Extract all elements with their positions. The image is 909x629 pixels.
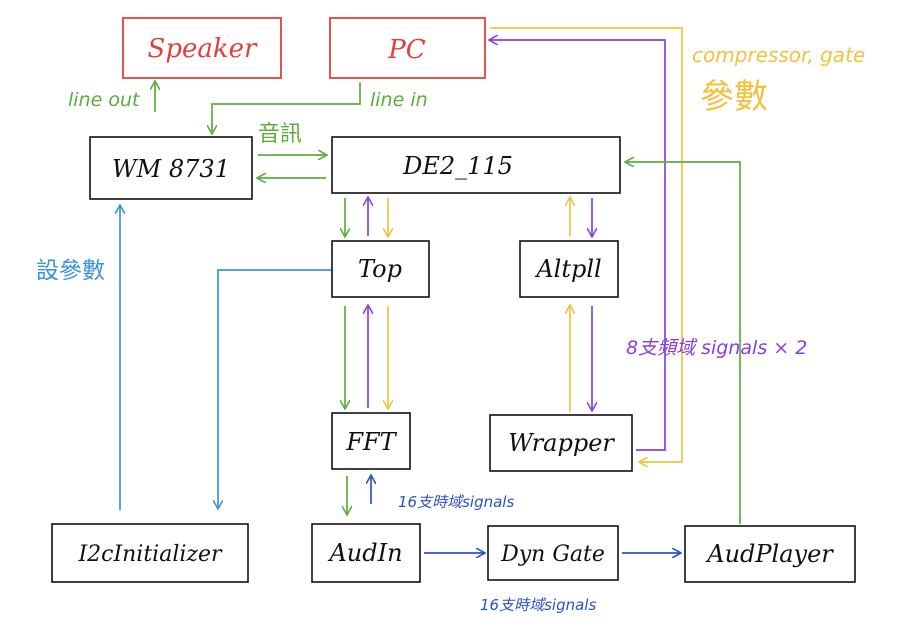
node-dyngate-label: Dyn Gate	[500, 542, 605, 567]
node-audin: AudIn	[311, 523, 421, 583]
node-speaker-label: Speaker	[148, 34, 258, 64]
node-wrapper-label: Wrapper	[508, 429, 615, 457]
label-set-params: 設參數	[36, 258, 105, 284]
label-compressor-gate: compressor, gate	[692, 43, 865, 67]
label-time-signals-top: 16支時域signals	[398, 493, 514, 511]
node-top: Top	[331, 240, 430, 298]
node-fft-label: FFT	[345, 428, 397, 456]
label-line-in: line in	[370, 89, 428, 111]
node-pc-label: PC	[387, 35, 425, 65]
node-wrapper: Wrapper	[489, 414, 633, 472]
node-altpll-label: Altpll	[534, 255, 601, 283]
node-audplayer-label: AudPlayer	[705, 540, 834, 568]
node-i2c-initializer: I2cInitializer	[51, 523, 249, 583]
label-freq-signals: 8支頻域 signals × 2	[626, 337, 807, 359]
label-line-out: line out	[68, 89, 141, 111]
arrow-pc-to-wrapper-yellow	[490, 27, 683, 462]
node-speaker: Speaker	[122, 17, 282, 79]
node-de2-115-label: DE2_115	[402, 152, 513, 180]
node-audin-label: AudIn	[327, 539, 402, 567]
node-de2-115: DE2_115	[331, 136, 621, 194]
arrow-line-in	[212, 82, 361, 133]
arrow-top-to-i2c	[218, 269, 331, 508]
node-wm8731: WM 8731	[89, 136, 253, 200]
node-dyngate: Dyn Gate	[487, 525, 619, 581]
label-params: 參數	[700, 77, 768, 117]
node-wm8731-label: WM 8731	[112, 155, 230, 183]
node-altpll: Altpll	[519, 240, 619, 298]
node-pc: PC	[329, 17, 486, 79]
node-audplayer: AudPlayer	[684, 525, 856, 583]
label-audio: 音訊	[258, 122, 302, 147]
node-i2c-initializer-label: I2cInitializer	[77, 542, 223, 567]
node-fft: FFT	[331, 412, 411, 470]
label-time-signals-bottom: 16支時域signals	[480, 596, 596, 614]
arrow-wrapper-to-pc-purple	[490, 40, 666, 451]
node-top-label: Top	[358, 255, 402, 283]
arrow-audplayer-to-de2	[626, 162, 741, 524]
